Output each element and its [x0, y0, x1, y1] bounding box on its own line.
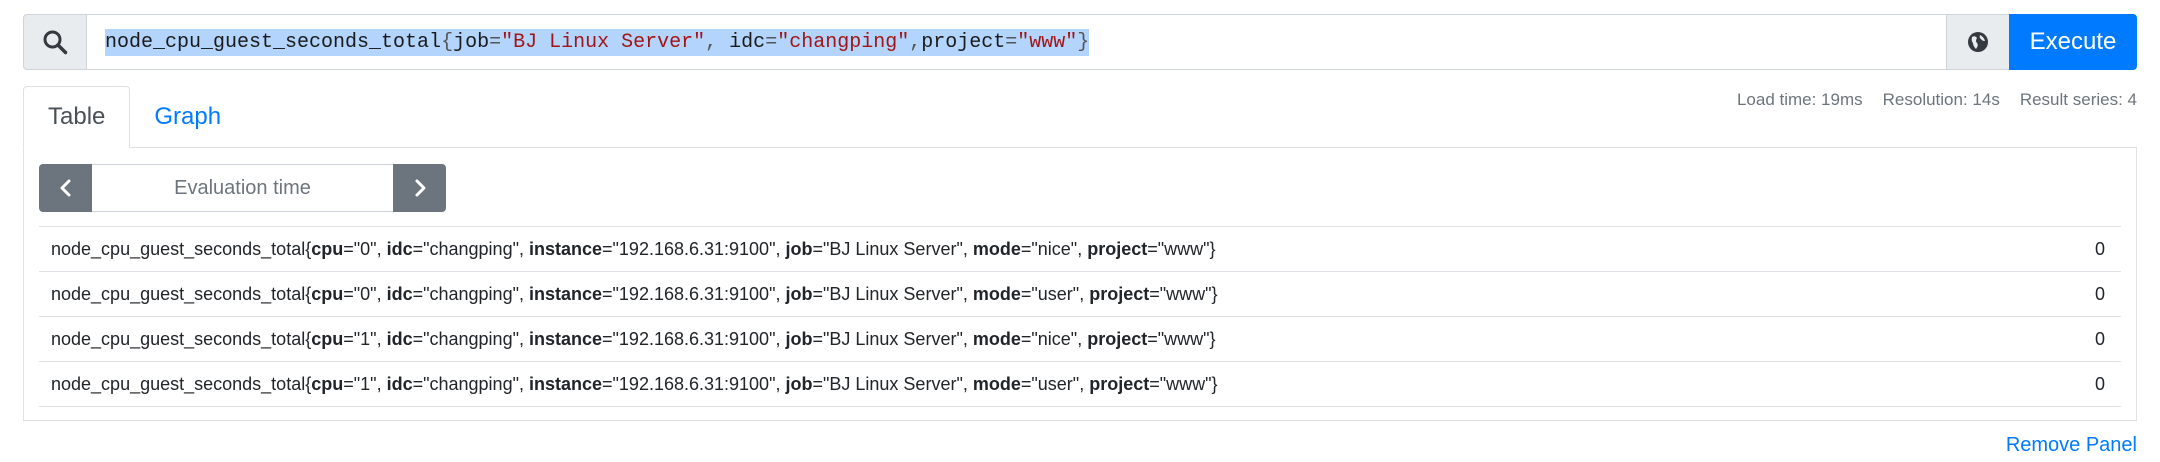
globe-icon	[1968, 32, 1988, 52]
series-value: 0	[2094, 238, 2105, 259]
chevron-left-icon	[60, 179, 70, 197]
series-labels: node_cpu_guest_seconds_total{cpu="1", id…	[51, 373, 1218, 394]
series-value: 0	[2094, 283, 2105, 304]
expression-metric: node_cpu_guest_seconds_total	[105, 30, 442, 54]
table-row: node_cpu_guest_seconds_total{cpu="1", id…	[39, 316, 2121, 361]
expression-value: "changping"	[777, 30, 910, 54]
expression-label: idc	[729, 30, 766, 54]
series-labels: node_cpu_guest_seconds_total{cpu="0", id…	[51, 238, 1216, 259]
metrics-explorer-button[interactable]	[1947, 14, 2009, 70]
table-row: node_cpu_guest_seconds_total{cpu="0", id…	[39, 271, 2121, 316]
previous-time-button[interactable]	[39, 164, 92, 212]
remove-panel-link[interactable]: Remove Panel	[2005, 434, 2137, 456]
query-bar: node_cpu_guest_seconds_total{job="BJ Lin…	[23, 14, 2137, 70]
resolution: Resolution: 14s	[1882, 90, 2000, 109]
chevron-right-icon	[415, 179, 425, 197]
results-table: node_cpu_guest_seconds_total{cpu="0", id…	[39, 226, 2121, 407]
series-value: 0	[2094, 373, 2105, 394]
series-labels: node_cpu_guest_seconds_total{cpu="0", id…	[51, 283, 1218, 304]
tab-graph[interactable]: Graph	[154, 103, 222, 130]
table-row: node_cpu_guest_seconds_total{cpu="0", id…	[39, 226, 2121, 271]
result-series: Result series: 4	[2019, 90, 2137, 109]
evaluation-time-input[interactable]: Evaluation time	[92, 164, 393, 212]
next-time-button[interactable]	[393, 164, 446, 212]
table-row: node_cpu_guest_seconds_total{cpu="1", id…	[39, 361, 2121, 407]
search-icon	[23, 14, 86, 70]
series-labels: node_cpu_guest_seconds_total{cpu="1", id…	[51, 328, 1216, 349]
expression-label: job	[453, 30, 490, 54]
series-value: 0	[2094, 328, 2105, 349]
query-stats: Load time: 19ms Resolution: 14s Result s…	[1717, 90, 2137, 110]
table-panel: Evaluation time node_cpu_guest_seconds_t…	[23, 147, 2137, 421]
execute-button[interactable]: Execute	[2009, 14, 2137, 70]
expression-input[interactable]: node_cpu_guest_seconds_total{job="BJ Lin…	[86, 14, 1947, 70]
panel-tabs: Table Graph	[23, 86, 245, 148]
tab-table[interactable]: Table	[23, 86, 131, 148]
expression-value: "BJ Linux Server"	[501, 30, 706, 54]
evaluation-time-group: Evaluation time	[39, 164, 446, 212]
expression-text: node_cpu_guest_seconds_total{job="BJ Lin…	[105, 28, 1090, 56]
expression-label: project	[921, 30, 1006, 54]
load-time: Load time: 19ms	[1736, 90, 1863, 109]
expression-value: "www"	[1017, 30, 1078, 54]
